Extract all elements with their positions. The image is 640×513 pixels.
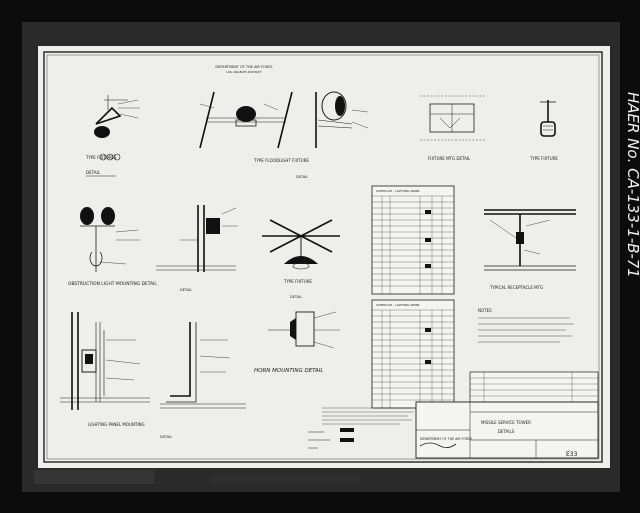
schedule-lower: SCHEDULE - LIGHTING PANEL (371, 299, 455, 409)
notes-block: NOTES (478, 308, 574, 343)
header-district: LOS ANGELES DISTRICT (226, 70, 262, 74)
type-fixtures-detail: TYPE FIXTURES DETAIL (85, 95, 140, 177)
title-agency: DEPARTMENT OF THE AIR FORCE (420, 437, 472, 441)
receptacle-detail: TYPICAL RECEPTACLE MTG (484, 209, 576, 290)
horn-mounting-detail: HORN MOUNTING DETAIL (254, 311, 340, 374)
type-fixture-2-label: TYPE FIXTURE (283, 279, 312, 284)
ceiling-fixture-detail: TYPE FIXTURE DETAIL (262, 219, 340, 299)
revision-block (469, 371, 599, 403)
horn-mounting-label: HORN MOUNTING DETAIL (254, 368, 323, 374)
schedule-upper-title: SCHEDULE - LIGHTING PANEL (376, 189, 420, 193)
type-fixture-label: TYPE FIXTURE (529, 156, 558, 161)
archive-reference: HAER No. CA-133-1-B-71 (624, 92, 640, 278)
typical-receptacle-label: TYPICAL RECEPTACLE MTG (489, 285, 543, 290)
title-project: MISSILE SERVICE TOWER (481, 420, 531, 425)
lighting-panel-detail: LIGHTING PANEL MOUNTING (60, 312, 150, 427)
fixture-mounting-label: FIXTURE MTG DETAIL (428, 156, 471, 161)
title-block: DEPARTMENT OF THE AIR FORCE MISSILE SERV… (415, 401, 599, 459)
floodlight-label: TYPE FLOODLIGHT FIXTURE (253, 158, 309, 163)
title-drawing: DETAILS (498, 429, 515, 434)
header-agency: DEPARTMENT OF THE AIR FORCE (215, 65, 272, 69)
obstruction-light-label: OBSTRUCTION LIGHT MOUNTING DETAIL (68, 281, 157, 287)
type-fixtures-label: TYPE FIXTURES (85, 155, 117, 160)
floodlight-detail: TYPE FLOODLIGHT FIXTURE DETAIL (199, 91, 309, 179)
title-sheet-number: E33 (566, 451, 578, 458)
detail-label-a: DETAIL (86, 170, 101, 175)
lighting-panel-label: LIGHTING PANEL MOUNTING (88, 422, 145, 427)
detail-label-c: DETAIL (180, 288, 192, 292)
schedule-lower-title: SCHEDULE - LIGHTING PANEL (376, 303, 420, 307)
obstruction-light-detail: OBSTRUCTION LIGHT MOUNTING DETAIL (68, 207, 157, 287)
conduit-detail: DETAIL (160, 322, 246, 439)
detail-label-b: DETAIL (296, 175, 308, 179)
detail-label-d: DETAIL (290, 295, 302, 299)
fixture-mounting-detail: FIXTURE MTG DETAIL (420, 95, 486, 161)
wall-box-detail: DETAIL (156, 205, 238, 292)
notes-heading: NOTES (478, 308, 492, 313)
header-note: DEPARTMENT OF THE AIR FORCE LOS ANGELES … (215, 65, 272, 74)
schedule-upper: SCHEDULE - LIGHTING PANEL (371, 185, 455, 295)
type-fixture-right: TYPE FIXTURE (529, 100, 558, 161)
detail-label-e: DETAIL (160, 435, 172, 439)
side-fixture-detail (315, 91, 369, 148)
general-notes (308, 407, 414, 449)
